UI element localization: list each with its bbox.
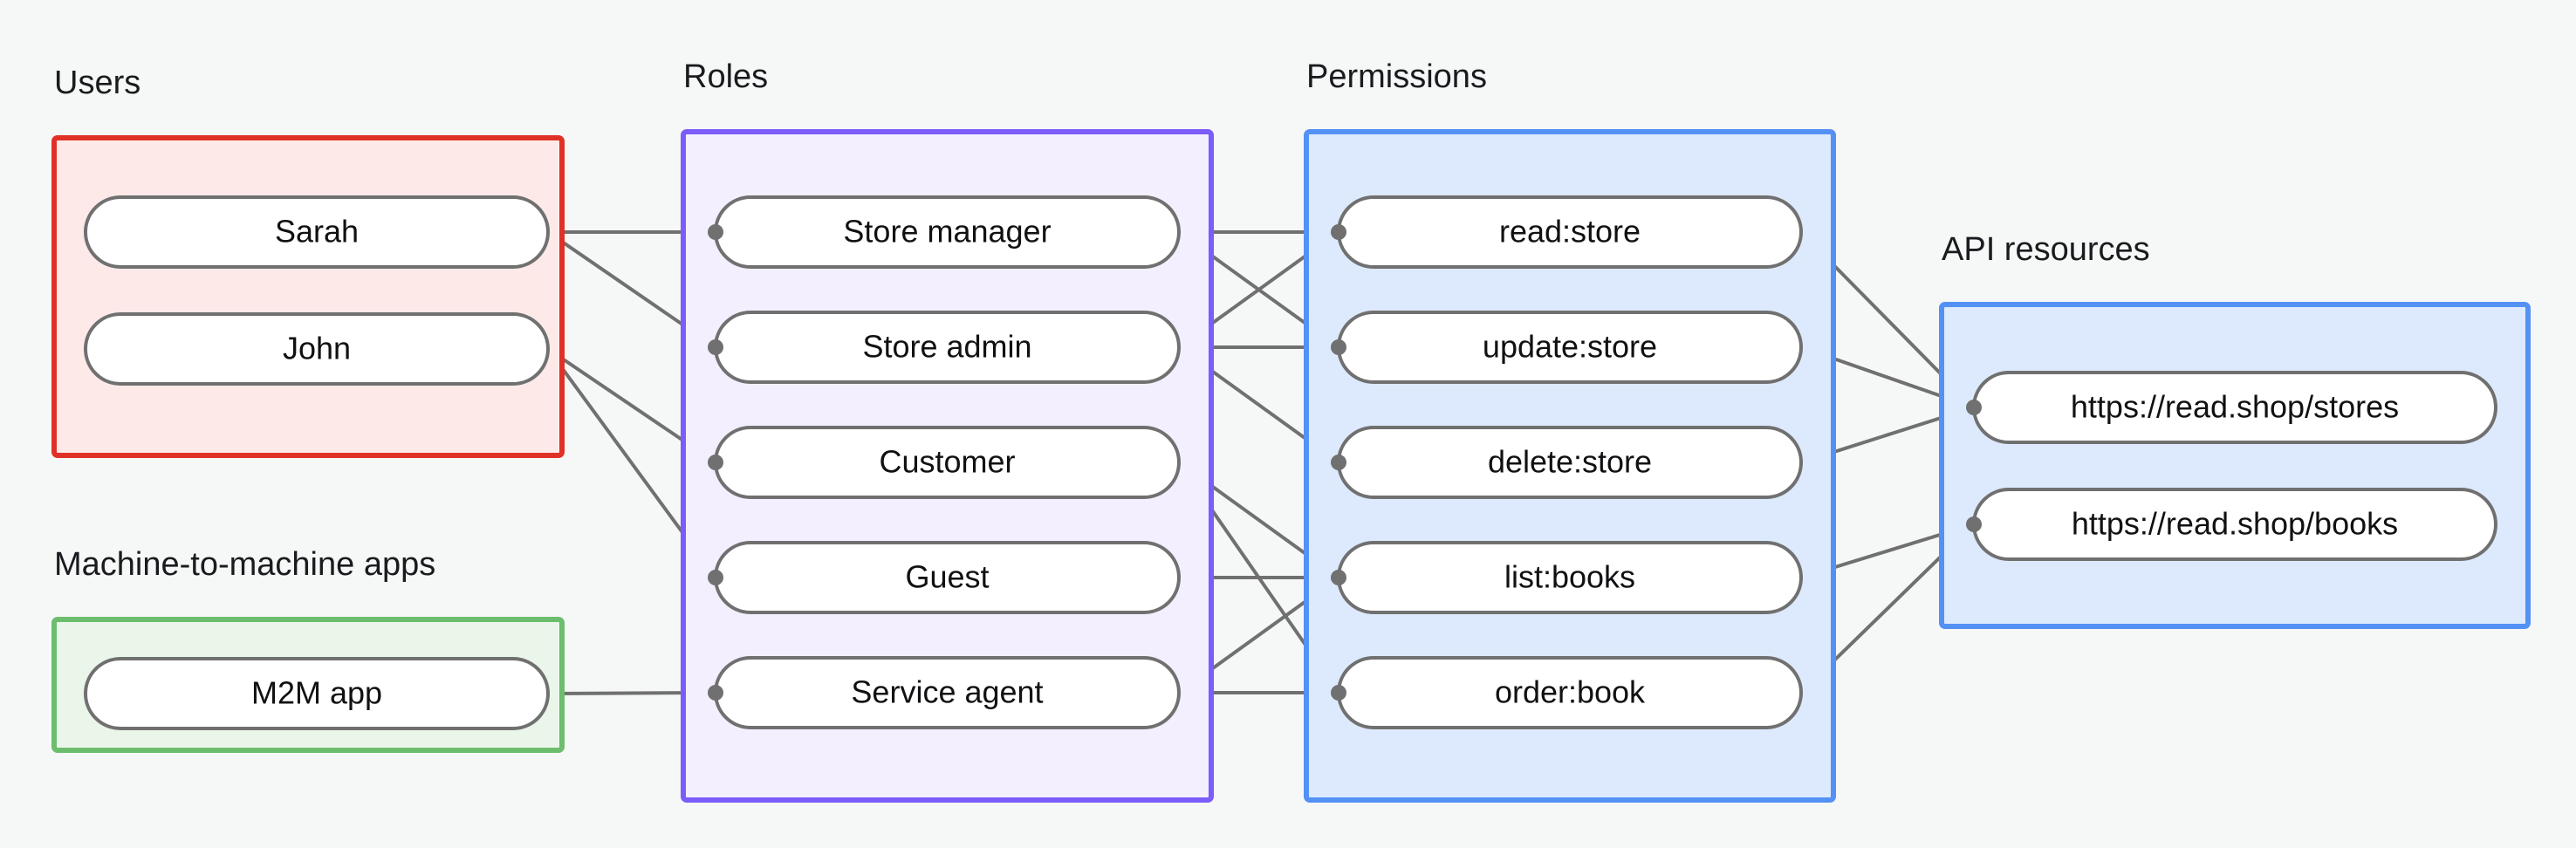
edge-endpoint-delete_store: [1331, 455, 1346, 470]
edge-endpoint-order_book: [1331, 685, 1346, 701]
group-label-api: API resources: [1942, 231, 2150, 268]
edge-endpoint-store_admin: [708, 339, 723, 355]
group-container-api: [1939, 302, 2531, 629]
node-label-customer: Customer: [879, 444, 1015, 480]
node-label-m2mapp: M2M app: [251, 675, 382, 711]
group-container-users: [51, 135, 565, 458]
node-label-list_books: list:books: [1504, 559, 1635, 595]
endpoints-layer: [708, 224, 1982, 701]
node-label-store_manager: Store manager: [843, 214, 1051, 250]
group-label-m2m: Machine-to-machine apps: [54, 546, 435, 583]
edge-endpoint-stores_url: [1966, 400, 1982, 415]
edge-endpoint-books_url: [1966, 516, 1982, 532]
node-label-delete_store: delete:store: [1488, 444, 1652, 480]
nodes-layer: [84, 195, 2497, 730]
edge-endpoint-guest: [708, 570, 723, 585]
node-label-john: John: [283, 331, 351, 366]
edge-endpoint-update_store: [1331, 339, 1346, 355]
node-label-guest: Guest: [905, 559, 989, 595]
node-label-order_book: order:book: [1495, 674, 1646, 710]
node-label-update_store: update:store: [1483, 329, 1657, 365]
edge-endpoint-store_manager: [708, 224, 723, 240]
group-label-permissions: Permissions: [1306, 58, 1487, 95]
group-label-roles: Roles: [683, 58, 768, 95]
node-label-books_url: https://read.shop/books: [2072, 506, 2398, 542]
edge-endpoint-list_books: [1331, 570, 1346, 585]
node-label-sarah: Sarah: [275, 214, 359, 250]
edge-endpoint-read_store: [1331, 224, 1346, 240]
node-label-stores_url: https://read.shop/stores: [2071, 389, 2399, 425]
node-label-read_store: read:store: [1499, 214, 1641, 250]
edge-endpoint-service_agent: [708, 685, 723, 701]
node-m2mapp[interactable]: [84, 657, 550, 730]
group-label-users: Users: [54, 65, 140, 101]
node-sarah[interactable]: [84, 195, 550, 269]
node-john[interactable]: [84, 312, 550, 386]
node-label-store_admin: Store admin: [862, 329, 1031, 365]
edge-endpoint-customer: [708, 455, 723, 470]
node-label-service_agent: Service agent: [851, 674, 1043, 710]
